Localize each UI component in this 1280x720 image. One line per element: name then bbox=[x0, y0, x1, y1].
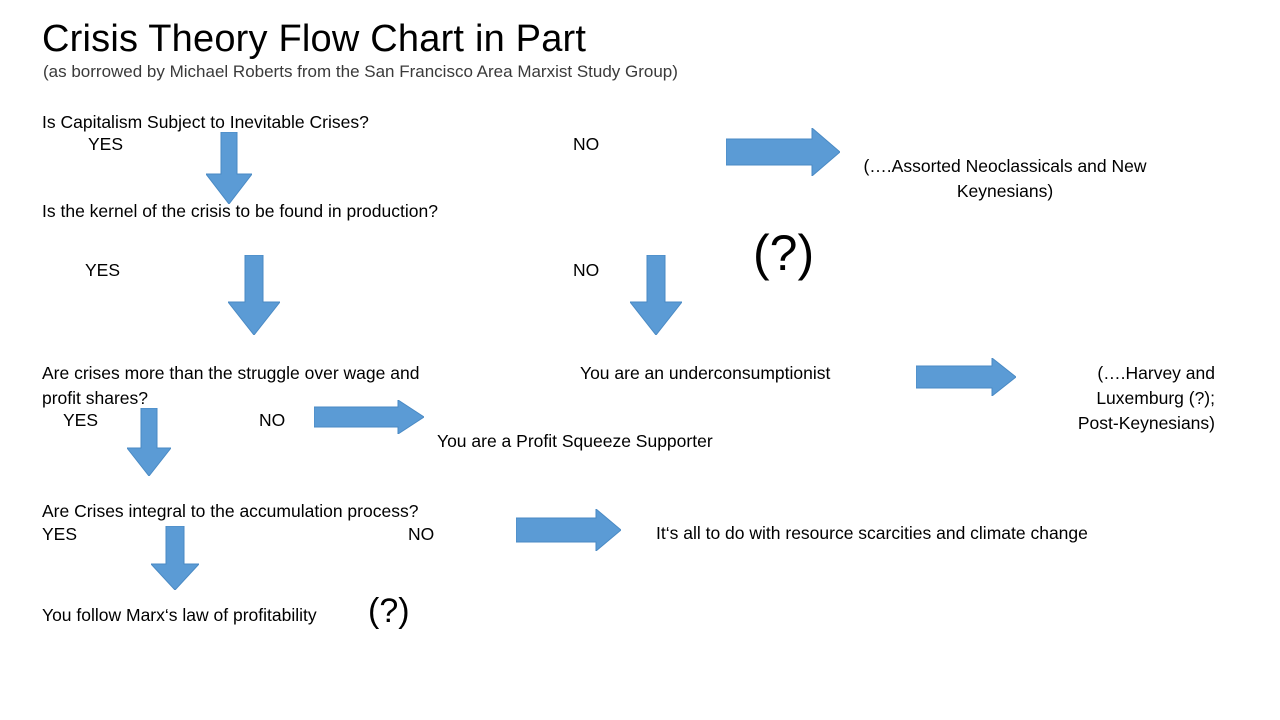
arrow-underconsumptionist-right-icon bbox=[916, 358, 1016, 396]
question-4-yes-label: YES bbox=[42, 524, 78, 544]
question-2-yes-label: YES bbox=[85, 260, 121, 280]
arrow-q4-yes-down-icon bbox=[151, 526, 199, 590]
outcome-resource-scarcities-text: It‘s all to do with resource scarcities … bbox=[656, 523, 1088, 543]
question-3-text: Are crises more than the struggle over w… bbox=[42, 363, 420, 408]
question-1-text: Is Capitalism Subject to Inevitable Cris… bbox=[42, 112, 369, 132]
outcome-profit-squeeze-text: You are a Profit Squeeze Supporter bbox=[437, 431, 713, 451]
outcome-underconsumptionist-text: You are an underconsumptionist bbox=[580, 363, 831, 383]
question-4-no-label: NO bbox=[408, 524, 435, 544]
outcome-marx-law-text: You follow Marx‘s law of profitability bbox=[42, 605, 317, 625]
page-title: Crisis Theory Flow Chart in Part bbox=[42, 18, 587, 60]
question-4-text: Are Crises integral to the accumulation … bbox=[42, 501, 419, 521]
question-1-no-label: NO bbox=[573, 134, 600, 154]
arrow-q1-no-right-icon bbox=[726, 128, 840, 176]
arrow-q1-yes-down-icon bbox=[206, 132, 252, 204]
arrow-q4-no-right-icon bbox=[516, 509, 621, 551]
question-2-text: Is the kernel of the crisis to be found … bbox=[42, 201, 438, 221]
annotation-question-mark-small: (?) bbox=[368, 592, 410, 630]
page-subtitle: (as borrowed by Michael Roberts from the… bbox=[43, 62, 678, 81]
arrow-q3-no-right-icon bbox=[314, 400, 424, 434]
outcome-neoclassicals-text: (….Assorted Neoclassicals and New Keynes… bbox=[863, 156, 1147, 201]
question-3-no-label: NO bbox=[259, 410, 286, 430]
question-1-yes-label: YES bbox=[88, 134, 124, 154]
annotation-question-mark-large: (?) bbox=[753, 225, 815, 281]
outcome-harvey-luxemburg-text: (….Harvey and Luxemburg (?); Post-Keynes… bbox=[1077, 363, 1215, 433]
arrow-q3-yes-down-icon bbox=[127, 408, 171, 476]
arrow-q2-no-down-icon bbox=[630, 255, 682, 335]
arrow-q2-yes-down-icon bbox=[228, 255, 280, 335]
question-3-yes-label: YES bbox=[63, 410, 99, 430]
question-2-no-label: NO bbox=[573, 260, 600, 280]
